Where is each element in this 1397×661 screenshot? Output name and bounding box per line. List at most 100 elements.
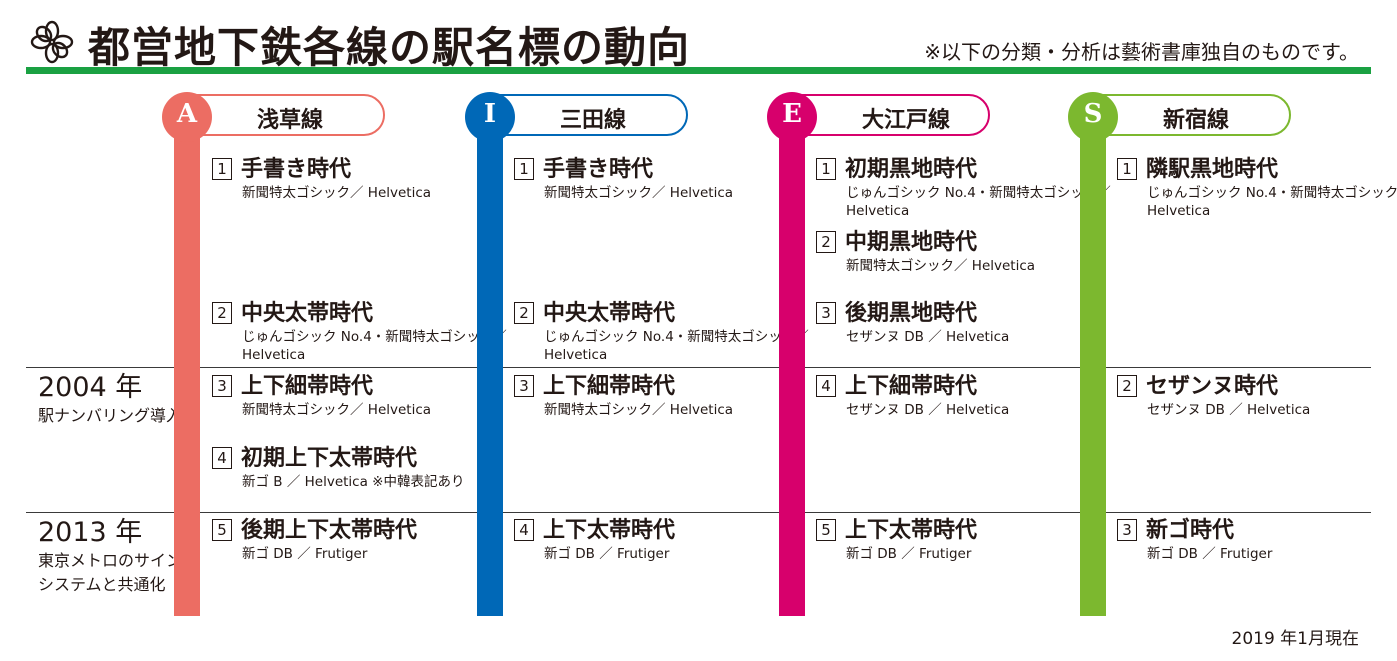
era-divider-2013	[26, 512, 1371, 513]
entry-number: 2	[212, 302, 232, 324]
page-title: 都営地下鉄各線の駅名標の動向	[88, 23, 691, 72]
entry-fonts: Helvetica	[544, 347, 608, 363]
line-letter: I	[483, 99, 497, 129]
era-desc: システムと共通化	[38, 575, 166, 594]
era-entry: 1 手書き時代 新聞特太ゴシック／ Helvetica	[212, 156, 431, 202]
line-name-pill: 大江戸線	[802, 94, 990, 136]
line-letter-badge: S	[1068, 92, 1118, 142]
entry-fonts: じゅんゴシック No.4・新聞特太ゴシック／	[846, 185, 1111, 201]
era-entry: 2 中期黒地時代 新聞特太ゴシック／ Helvetica	[816, 229, 1035, 275]
era-entry: 3 新ゴ時代 新ゴ DB ／ Frutiger	[1117, 517, 1272, 563]
entry-fonts: 新聞特太ゴシック／ Helvetica	[544, 402, 734, 418]
era-2004: 2004 年 駅ナンバリング導入	[38, 372, 182, 428]
entry-fonts: Helvetica	[1147, 203, 1211, 219]
entry-number: 3	[1117, 519, 1137, 541]
entry-number: 2	[514, 302, 534, 324]
entry-fonts: じゅんゴシック No.4・新聞特太ゴシック／	[544, 329, 809, 345]
entry-title: 後期上下太帯時代	[241, 518, 418, 543]
entry-title: 手書き時代	[543, 157, 654, 182]
entry-number: 2	[816, 231, 836, 253]
line-name-pill: 浅草線	[197, 94, 385, 136]
entry-fonts: Helvetica	[242, 347, 306, 363]
era-entry: 4 初期上下太帯時代 新ゴ B ／ Helvetica ※中韓表記あり	[212, 445, 464, 491]
line-letter: S	[1083, 99, 1103, 129]
disclaimer-note: ※以下の分類・分析は藝術書庫独自のものです。	[924, 40, 1359, 64]
entry-title: 上下細帯時代	[241, 374, 374, 399]
line-stem	[174, 122, 200, 616]
era-2013: 2013 年 東京メトロのサイン システムと共通化	[38, 517, 182, 597]
entry-title: 初期上下太帯時代	[241, 446, 418, 471]
entry-title: 上下太帯時代	[845, 518, 978, 543]
entry-fonts: 新聞特太ゴシック／ Helvetica	[242, 402, 432, 418]
entry-number: 3	[816, 302, 836, 324]
entry-fonts: 新ゴ DB ／ Frutiger	[544, 546, 670, 562]
era-entry: 5 上下太帯時代 新ゴ DB ／ Frutiger	[816, 517, 977, 563]
entry-title: 手書き時代	[241, 157, 352, 182]
era-entry: 2 中央太帯時代 じゅんゴシック No.4・新聞特太ゴシック／ Helvetica	[514, 300, 809, 364]
entry-title: 上下太帯時代	[543, 518, 676, 543]
toei-logo-icon	[30, 20, 74, 64]
line-name: 大江戸線	[862, 108, 951, 133]
line-stem	[779, 122, 805, 616]
line-letter-badge: A	[162, 92, 212, 142]
entry-title: 中期黒地時代	[845, 230, 978, 255]
title-underline	[26, 67, 1371, 74]
entry-number: 5	[816, 519, 836, 541]
entry-fonts: じゅんゴシック No.4・新聞特太ゴシック／	[1147, 185, 1397, 201]
entry-fonts: 新ゴ DB ／ Frutiger	[846, 546, 972, 562]
entry-fonts: 新ゴ DB ／ Frutiger	[242, 546, 368, 562]
line-stem	[1080, 122, 1106, 616]
entry-fonts: 新聞特太ゴシック／ Helvetica	[242, 185, 432, 201]
era-desc: 駅ナンバリング導入	[38, 406, 183, 425]
era-entry: 2 セザンヌ時代 セザンヌ DB ／ Helvetica	[1117, 373, 1310, 419]
era-entry: 1 初期黒地時代 じゅんゴシック No.4・新聞特太ゴシック／ Helvetica	[816, 156, 1111, 220]
era-entry: 4 上下太帯時代 新ゴ DB ／ Frutiger	[514, 517, 675, 563]
era-entry: 3 上下細帯時代 新聞特太ゴシック／ Helvetica	[514, 373, 733, 419]
entry-title: セザンヌ時代	[1146, 374, 1279, 399]
line-name-pill: 新宿線	[1103, 94, 1291, 136]
line-letter: A	[176, 99, 198, 129]
entry-title: 新ゴ時代	[1146, 518, 1235, 543]
entry-number: 4	[816, 375, 836, 397]
entry-title: 後期黒地時代	[845, 301, 978, 326]
entry-number: 2	[1117, 375, 1137, 397]
entry-title: 初期黒地時代	[845, 157, 978, 182]
entry-fonts: Helvetica	[846, 203, 910, 219]
entry-number: 5	[212, 519, 232, 541]
entry-title: 中央太帯時代	[241, 301, 374, 326]
entry-title: 隣駅黒地時代	[1146, 157, 1279, 182]
line-name: 三田線	[560, 108, 627, 133]
entry-number: 1	[816, 158, 836, 180]
line-stem	[477, 122, 503, 616]
entry-fonts: 新ゴ B ／ Helvetica ※中韓表記あり	[242, 474, 465, 490]
entry-number: 4	[514, 519, 534, 541]
entry-number: 1	[212, 158, 232, 180]
entry-title: 上下細帯時代	[543, 374, 676, 399]
entry-fonts: 新聞特太ゴシック／ Helvetica	[846, 258, 1036, 274]
era-entry: 5 後期上下太帯時代 新ゴ DB ／ Frutiger	[212, 517, 417, 563]
as-of-date: 2019 年1月現在	[1231, 629, 1359, 649]
entry-fonts: セザンヌ DB ／ Helvetica	[846, 329, 1010, 345]
entry-fonts: セザンヌ DB ／ Helvetica	[1147, 402, 1311, 418]
era-entry: 3 上下細帯時代 新聞特太ゴシック／ Helvetica	[212, 373, 431, 419]
era-year: 2013 年	[38, 517, 143, 548]
entry-number: 1	[1117, 158, 1137, 180]
line-letter-badge: E	[767, 92, 817, 142]
entry-number: 1	[514, 158, 534, 180]
entry-number: 3	[514, 375, 534, 397]
entry-fonts: 新ゴ DB ／ Frutiger	[1147, 546, 1273, 562]
entry-title: 上下細帯時代	[845, 374, 978, 399]
line-letter: E	[782, 99, 802, 129]
line-name: 浅草線	[257, 108, 324, 133]
era-divider-2004	[26, 367, 1371, 368]
era-entry: 1 隣駅黒地時代 じゅんゴシック No.4・新聞特太ゴシック／ Helvetica	[1117, 156, 1397, 220]
entry-title: 中央太帯時代	[543, 301, 676, 326]
entry-fonts: じゅんゴシック No.4・新聞特太ゴシック／	[242, 329, 507, 345]
line-name-pill: 三田線	[500, 94, 688, 136]
entry-fonts: セザンヌ DB ／ Helvetica	[846, 402, 1010, 418]
entry-number: 4	[212, 447, 232, 469]
entry-number: 3	[212, 375, 232, 397]
era-entry: 3 後期黒地時代 セザンヌ DB ／ Helvetica	[816, 300, 1009, 346]
era-entry: 4 上下細帯時代 セザンヌ DB ／ Helvetica	[816, 373, 1009, 419]
